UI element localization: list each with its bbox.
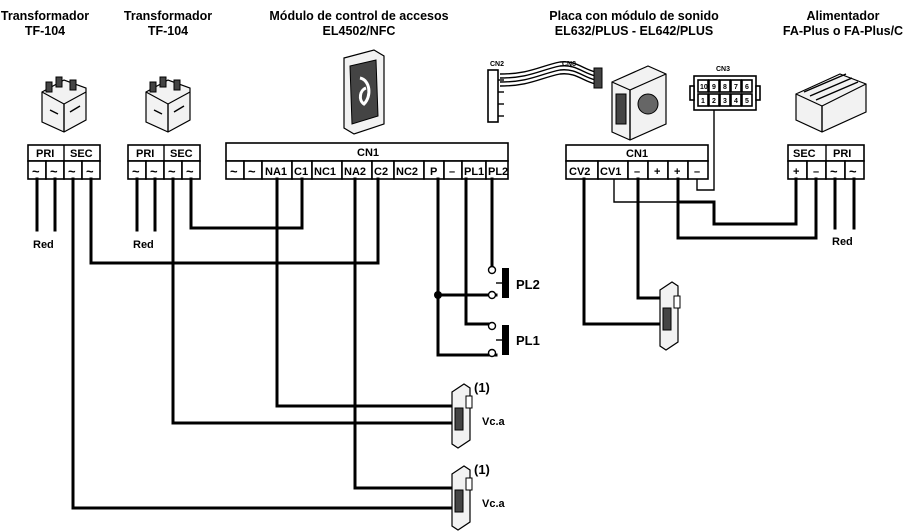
lock-1-label: Vc.a: [482, 416, 506, 428]
door-lock-2-icon: [451, 465, 473, 531]
lock-2-label: Vc.a: [482, 498, 506, 510]
sound-plate-terminal-block: [565, 144, 709, 180]
sound-terminal-cv1: CV1: [600, 166, 621, 178]
transformer-2-terminal-4: ~: [186, 164, 194, 179]
cn3-pin-4: 4: [734, 98, 738, 105]
access-terminal-nc2: NC2: [396, 166, 418, 178]
cn3-pin-9: 9: [712, 84, 716, 91]
door-lock-1-icon: [451, 383, 473, 449]
transformer-2-title-line2: TF-104: [147, 24, 189, 38]
transformer-1-terminal-3: ~: [68, 164, 76, 179]
transformer-1-title-line2: TF-104: [24, 24, 66, 38]
transformer-1-title-line1: Transformador: [0, 9, 90, 23]
transformer-1-sec-label: SEC: [70, 148, 93, 160]
transformer-1-terminal-2: ~: [50, 164, 58, 179]
access-terminal-pl1: PL1: [464, 166, 484, 178]
power-supply-device-icon: [795, 73, 867, 133]
sound-plate-device-icon: [611, 65, 667, 141]
access-terminal-na1: NA1: [265, 166, 287, 178]
access-terminal-minus: –: [449, 166, 455, 178]
cn3-pin-10: 10: [700, 84, 708, 91]
cn3-label: CN3: [716, 66, 730, 73]
cn3-pin-1: 1: [701, 98, 705, 105]
power-terminal-ac-1: ~: [830, 164, 838, 179]
access-terminal-ac-2: ~: [248, 164, 256, 179]
ribbon-cn2-label: CN2: [490, 61, 504, 68]
access-terminal-c2: C2: [374, 166, 388, 178]
sound-terminal-minus-2: –: [694, 166, 700, 178]
power-supply-title-line1: Alimentador: [806, 9, 880, 23]
transformer-2-device-icon: [145, 76, 191, 133]
lock-2-note: (1): [474, 462, 490, 477]
sound-plate-title: Placa con módulo de sonido EL632/PLUS - …: [506, 9, 762, 39]
power-terminal-ac-2: ~: [849, 164, 857, 179]
sound-terminal-minus-1: –: [634, 166, 640, 178]
transformer-1-device-icon: [41, 76, 87, 133]
power-terminal-minus: –: [813, 166, 819, 178]
transformer-1-pri-label: PRI: [36, 148, 54, 160]
transformer-2-title-line1: Transformador: [123, 9, 213, 23]
cn3-pin-2: 2: [712, 98, 716, 105]
access-module-title-line2: EL4502/NFC: [322, 24, 396, 38]
access-module-title: Módulo de control de accesos EL4502/NFC: [240, 9, 478, 39]
access-terminal-c1: C1: [294, 166, 308, 178]
transformer-1-terminal-block: [27, 144, 101, 180]
transformer-1-title: Transformador TF-104: [0, 9, 90, 39]
lock-1-note: (1): [474, 380, 490, 395]
power-supply-terminal-block: [787, 144, 865, 180]
power-supply-pri-label: PRI: [833, 148, 851, 160]
sound-terminal-plus-2: +: [674, 166, 680, 178]
access-terminal-pl2: PL2: [488, 166, 508, 178]
transformer-2-pri-label: PRI: [136, 148, 154, 160]
cn3-connector: [689, 75, 761, 111]
sound-plate-title-line2: EL632/PLUS - EL642/PLUS: [554, 24, 714, 38]
transformer-2-title: Transformador TF-104: [112, 9, 224, 39]
transformer-2-terminal-3: ~: [168, 164, 176, 179]
access-terminal-nc1: NC1: [314, 166, 336, 178]
sound-plate-cn1-label: CN1: [626, 148, 648, 160]
transformer-2-sec-label: SEC: [170, 148, 193, 160]
sound-plate-title-line1: Placa con módulo de sonido: [549, 9, 719, 23]
cn3-pin-3: 3: [723, 98, 727, 105]
access-module-terminal-block: [225, 142, 509, 180]
pl2-label: PL2: [516, 277, 540, 292]
push-button-pl2: [487, 265, 509, 300]
push-button-pl1: [487, 321, 509, 358]
transformer-1-terminal-4: ~: [86, 164, 94, 179]
access-module-title-line1: Módulo de control de accesos: [269, 9, 449, 23]
power-terminal-plus: +: [793, 166, 799, 178]
cn3-pin-5: 5: [745, 98, 749, 105]
access-module-device-icon: [343, 49, 385, 135]
wiring: [35, 110, 856, 510]
access-terminal-na2: NA2: [344, 166, 366, 178]
transformer-2-mains-label: Red: [133, 239, 154, 251]
cn3-pin-8: 8: [723, 84, 727, 91]
ribbon-cn8-label: CN8: [562, 61, 576, 68]
sound-terminal-plus-1: +: [654, 166, 660, 178]
power-supply-title: Alimentador FA-Plus o FA-Plus/C: [776, 9, 910, 39]
power-supply-title-line2: FA-Plus o FA-Plus/C: [782, 24, 904, 38]
access-terminal-p: P: [430, 166, 437, 178]
transformer-1-mains-label: Red: [33, 239, 54, 251]
access-terminal-ac-1: ~: [230, 164, 238, 179]
access-module-cn1-label: CN1: [357, 147, 379, 159]
transformer-2-terminal-block: [127, 144, 201, 180]
cn3-pin-6: 6: [745, 84, 749, 91]
pl1-label: PL1: [516, 333, 540, 348]
sound-terminal-cv2: CV2: [569, 166, 590, 178]
power-supply-mains-label: Red: [832, 236, 853, 248]
power-supply-sec-label: SEC: [793, 148, 816, 160]
plate-lock-icon: [659, 281, 681, 351]
transformer-2-terminal-2: ~: [150, 164, 158, 179]
transformer-2-terminal-1: ~: [132, 164, 140, 179]
ribbon-cable-icon: [487, 61, 603, 123]
cn3-pin-7: 7: [734, 84, 738, 91]
transformer-1-terminal-1: ~: [32, 164, 40, 179]
